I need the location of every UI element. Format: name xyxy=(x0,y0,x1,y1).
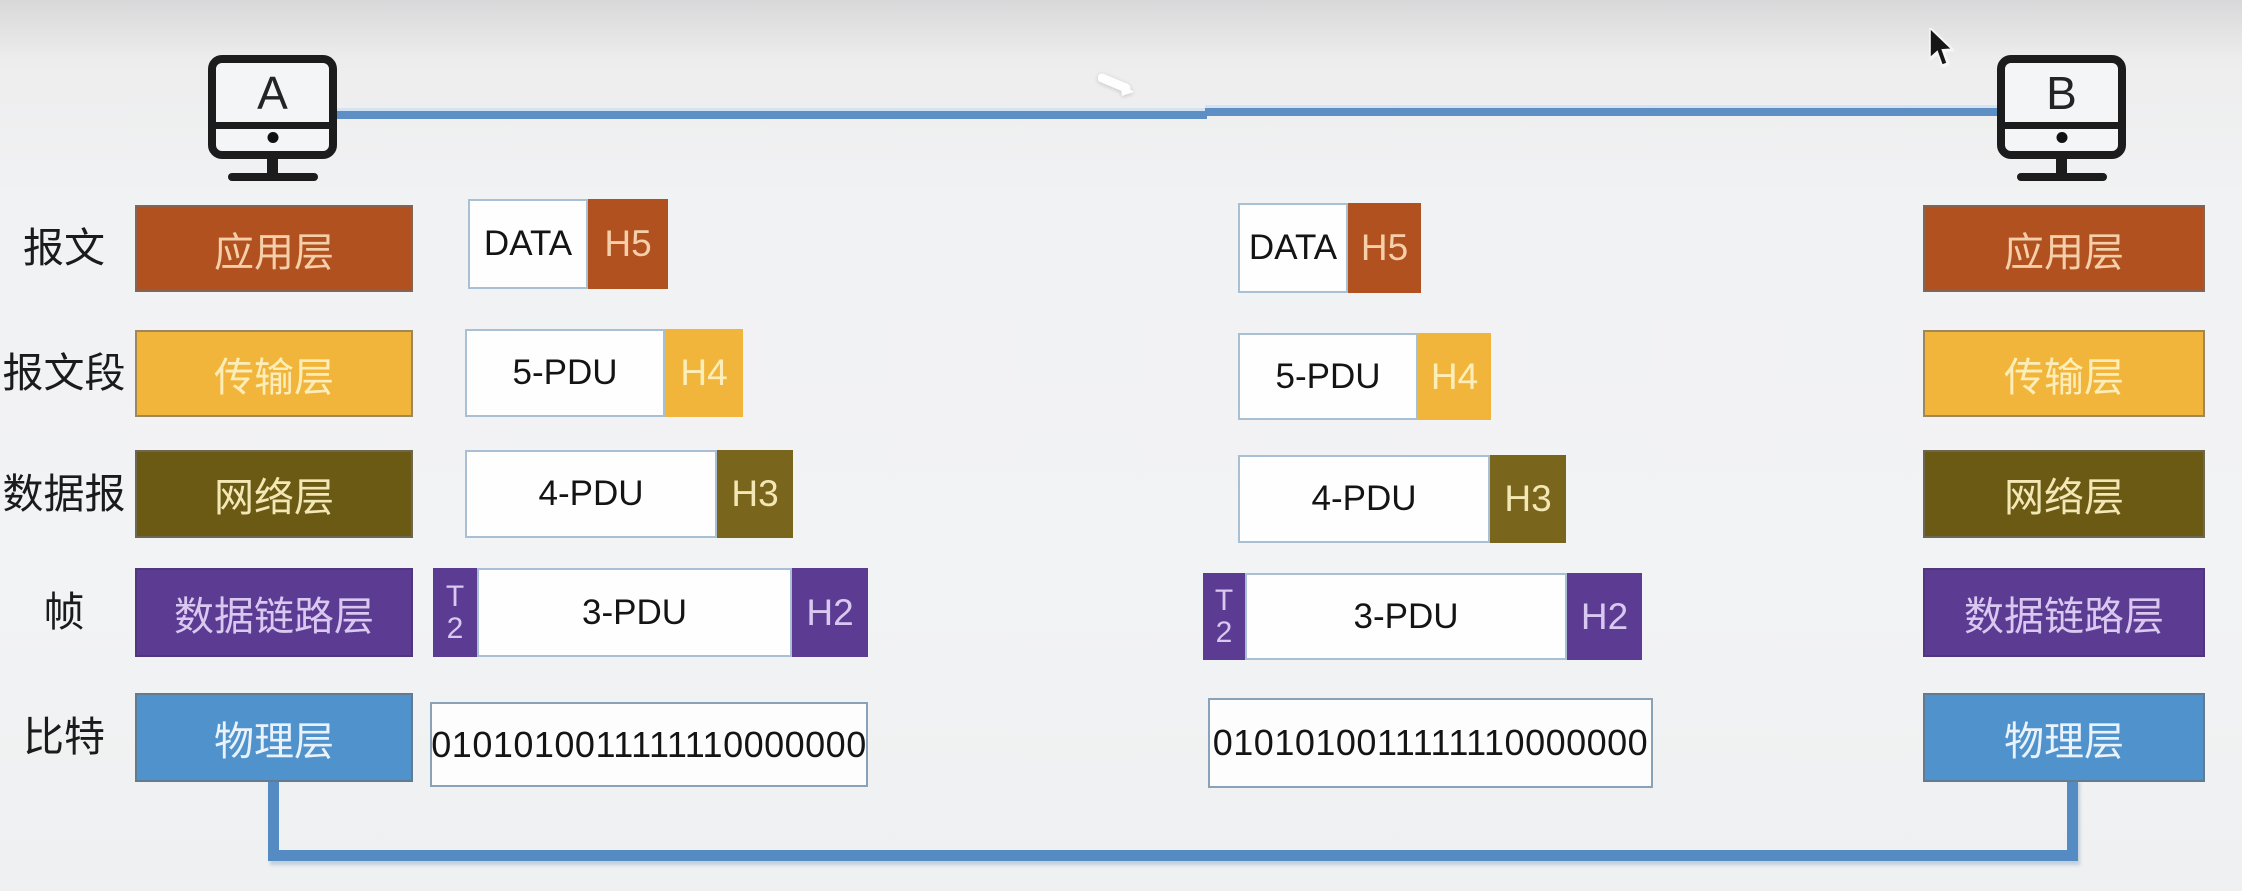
monitor-dot-icon xyxy=(2056,132,2067,143)
monitor-strip xyxy=(216,122,329,151)
unit-label-segment: 报文段 xyxy=(2,350,126,396)
unit-label-frame: 帧 xyxy=(43,589,85,635)
pdu-row-transport-right: 5-PDU H4 xyxy=(1238,333,1491,420)
monitor-stand xyxy=(267,159,278,173)
top-cable-left-segment xyxy=(337,108,1207,119)
pdu-body: 4-PDU xyxy=(1238,455,1490,543)
monitor-shell: B xyxy=(1997,55,2126,159)
layer-box-application-left: 应用层 xyxy=(135,205,413,292)
layer-box-transport-right: 传输层 xyxy=(1923,330,2205,417)
layer-box-network-right: 网络层 xyxy=(1923,450,2205,538)
unit-label-message: 报文 xyxy=(23,225,105,271)
pointer-stroke-icon xyxy=(1098,73,1134,96)
bit-stream-box-left: 0101010011111110000000 xyxy=(430,702,868,787)
pdu-header: H2 xyxy=(1567,573,1642,660)
layer-box-datalink-left: 数据链路层 xyxy=(135,568,413,657)
pdu-header: H5 xyxy=(588,199,668,289)
pdu-header: H3 xyxy=(1490,455,1566,543)
pdu-header: H3 xyxy=(717,450,793,538)
layer-box-physical-right: 物理层 xyxy=(1923,693,2205,782)
unit-label-bits: 比特 xyxy=(23,714,105,760)
pdu-body: 4-PDU xyxy=(465,450,717,538)
pdu-row-application-left: DATA H5 xyxy=(468,199,668,289)
host-b-computer-icon: B xyxy=(1997,55,2126,181)
pdu-row-datalink-left: T 2 3-PDU H2 xyxy=(433,568,868,657)
layer-box-physical-left: 物理层 xyxy=(135,693,413,782)
pdu-body: DATA xyxy=(468,199,588,289)
pdu-row-datalink-right: T 2 3-PDU H2 xyxy=(1203,573,1642,660)
top-cable-right-segment xyxy=(1205,105,1997,116)
monitor-base xyxy=(2016,173,2107,181)
host-a-label: A xyxy=(257,66,288,119)
mouse-cursor-icon xyxy=(1929,28,1954,67)
monitor-shell: A xyxy=(208,55,337,159)
pdu-header: H5 xyxy=(1348,203,1421,293)
layer-box-network-left: 网络层 xyxy=(135,450,413,538)
bit-stream-box-right: 0101010011111110000000 xyxy=(1208,698,1653,788)
monitor-dot-icon xyxy=(267,132,278,143)
pdu-body: 3-PDU xyxy=(477,568,792,657)
pdu-header: H2 xyxy=(792,568,868,657)
pdu-row-network-right: 4-PDU H3 xyxy=(1238,455,1566,543)
layer-box-transport-left: 传输层 xyxy=(135,330,413,417)
host-a-computer-icon: A xyxy=(208,55,337,181)
pdu-row-application-right: DATA H5 xyxy=(1238,203,1421,293)
layer-box-application-right: 应用层 xyxy=(1923,205,2205,292)
physical-link-connector xyxy=(268,778,2078,861)
pdu-trailer: T 2 xyxy=(1203,573,1245,660)
monitor-base xyxy=(227,173,318,181)
pdu-row-transport-left: 5-PDU H4 xyxy=(465,329,743,417)
pdu-header: H4 xyxy=(1418,333,1491,420)
monitor-strip xyxy=(2005,122,2118,151)
unit-label-datagram: 数据报 xyxy=(2,471,126,517)
pdu-body: DATA xyxy=(1238,203,1348,293)
layer-box-datalink-right: 数据链路层 xyxy=(1923,568,2205,657)
pdu-body: 5-PDU xyxy=(465,329,665,417)
host-b-label: B xyxy=(2046,66,2077,119)
pdu-header: H4 xyxy=(665,329,743,417)
pdu-body: 3-PDU xyxy=(1245,573,1567,660)
pdu-body: 5-PDU xyxy=(1238,333,1418,420)
pdu-trailer: T 2 xyxy=(433,568,477,657)
monitor-stand xyxy=(2056,159,2067,173)
pdu-row-network-left: 4-PDU H3 xyxy=(465,450,793,538)
